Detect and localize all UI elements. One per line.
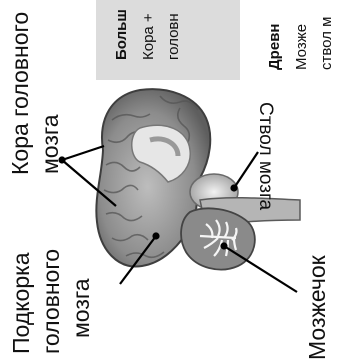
panel-ancient-line1: Мозже xyxy=(293,24,310,70)
panel-large-line1: Кора + xyxy=(140,13,157,60)
pointer-cerebellum xyxy=(224,246,297,292)
label-cerebellum: Мозжечок xyxy=(305,255,330,360)
panel-ancient-title: Древн xyxy=(266,24,283,70)
label-cortex-line1: Кора головного xyxy=(8,12,33,175)
panel-large-line2: головн xyxy=(165,13,182,60)
pointer-cortex-1 xyxy=(62,146,104,160)
panel-large-title: Больш xyxy=(113,9,130,60)
label-subcortex-line1: Подкорка xyxy=(9,252,34,354)
label-subcortex-line2: головного xyxy=(39,249,64,354)
label-subcortex-line3: мозга xyxy=(69,278,94,338)
panel-ancient-line2: ствол м xyxy=(318,17,335,70)
label-cortex-line2: мозга xyxy=(38,114,63,174)
label-brainstem: Ствол мозга xyxy=(255,102,276,210)
